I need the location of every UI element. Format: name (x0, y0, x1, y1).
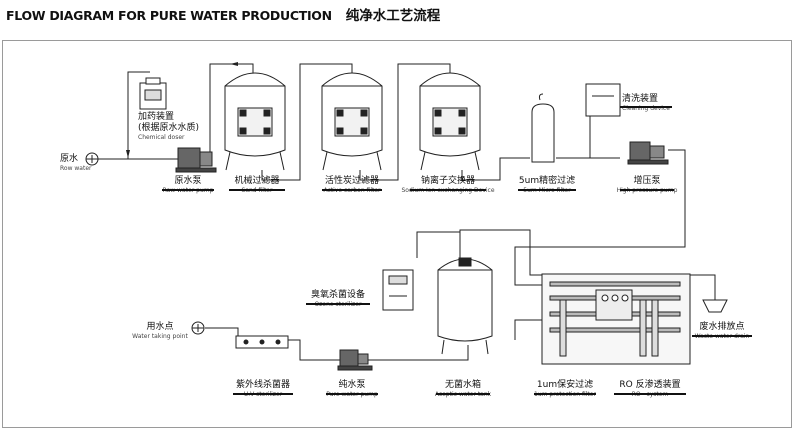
carbon-filter-underline (322, 189, 382, 191)
aseptic-tank-icon (437, 257, 493, 355)
arrows (126, 62, 238, 158)
ro-system-icon (541, 273, 691, 365)
micro-filter-underline (518, 189, 576, 191)
uv-sterilizer-icon (235, 335, 289, 349)
raw-water-pump-underline (162, 189, 214, 191)
raw-water-pump-icon (175, 147, 217, 173)
ozone-label: 臭氧杀菌设备 Ozone sterilizer (310, 290, 366, 308)
softener-label: 钠离子交换器 Sodium Ion-exchanging Device (401, 176, 494, 194)
title-zh: 纯净水工艺流程 (345, 8, 441, 24)
softener-underline (410, 189, 486, 191)
protection-filter-underline (534, 393, 596, 395)
title-en: FLOW DIAGRAM FOR PURE WATER PRODUCTION (6, 8, 332, 23)
carbon-filter-label: 活性炭过滤器 Active carbon filter (323, 176, 380, 194)
uv-underline (233, 393, 293, 395)
ozone-sterilizer-icon (382, 269, 414, 311)
pipes (98, 63, 716, 361)
hp-pump-underline (620, 189, 674, 191)
diagram-frame (2, 40, 792, 428)
waste-drain-label: 废水排放点 Waste water drain (695, 322, 750, 340)
water-point-symbol (191, 321, 205, 335)
aseptic-tank-underline (436, 393, 490, 395)
cleaning-device-icon (585, 83, 621, 117)
sand-filter-underline (229, 189, 285, 191)
chemical-doser-label: 加药装置 (根据原水水质) Chemical doser (138, 112, 200, 141)
raw-water-pump-label: 原水泵 Raw water pump (163, 176, 214, 194)
micro-filter-icon (531, 93, 555, 163)
aseptic-tank-label: 无菌水箱 Aseptic water tank (435, 380, 491, 398)
waste-drain-underline (692, 335, 752, 337)
cleaning-device-underline (620, 106, 672, 108)
chemical-doser-icon (139, 77, 167, 110)
raw-water-symbol (85, 152, 99, 166)
cleaning-device-label: 清洗装置 Cleaning device (622, 94, 670, 112)
ozone-underline (306, 303, 370, 305)
water-point-label: 用水点 Water taking point (132, 322, 188, 340)
micro-filter-label: 5um精密过滤 5um Micro filter (518, 176, 576, 194)
sand-filter-label: 机械过滤器 Sand filter (234, 176, 280, 194)
pure-pump-label: 纯水泵 Pure water pump (326, 380, 378, 398)
hp-pump-label: 增压泵 High pressure pump (617, 176, 678, 194)
waste-drain-icon (702, 299, 728, 313)
ro-system-label: RO 反渗透装置 RO - system (619, 380, 681, 398)
uv-label: 紫外线杀菌器 U.V sterilizer (235, 380, 291, 398)
sand-filter-icon (224, 72, 286, 171)
ro-system-underline (614, 393, 686, 395)
pure-pump-underline (326, 393, 378, 395)
pure-pump-icon (337, 349, 373, 371)
header: FLOW DIAGRAM FOR PURE WATER PRODUCTION 纯… (6, 4, 440, 24)
raw-water-label: 原水 Row water (60, 154, 92, 172)
softener-icon (419, 72, 481, 171)
protection-filter-label: 1um保安过滤 1um protection filter (534, 380, 596, 398)
hp-pump-icon (627, 141, 669, 165)
carbon-filter-icon (321, 72, 383, 171)
